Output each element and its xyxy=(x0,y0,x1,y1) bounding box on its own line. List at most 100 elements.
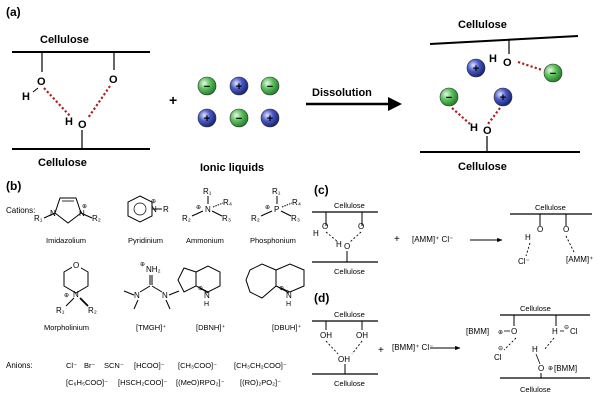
svg-text:⊕: ⊕ xyxy=(498,330,503,336)
svg-text:P: P xyxy=(274,205,279,214)
cation-ball xyxy=(197,108,217,128)
cellulose-chain-top-right xyxy=(429,35,579,45)
svg-text:−: − xyxy=(236,113,242,125)
plus-sign-a: + xyxy=(169,92,177,108)
svg-text:−: − xyxy=(204,81,210,93)
svg-text:−: − xyxy=(550,68,556,80)
svg-text:N: N xyxy=(286,291,292,300)
plus-sign-c: + xyxy=(394,234,400,245)
svg-text:R₄: R₄ xyxy=(223,198,232,207)
cation-ball xyxy=(260,108,280,128)
svg-text:⊕: ⊕ xyxy=(196,205,201,211)
svg-text:⊕: ⊕ xyxy=(198,286,203,292)
svg-text:−: − xyxy=(446,92,452,104)
svg-text:⊕: ⊕ xyxy=(548,366,553,372)
reagent-amm-cl: [AMM]⁺ Cl⁻ xyxy=(412,235,453,244)
panel-c-product: Cellulose O H O Cl⁻ [AMM]⁺ xyxy=(510,203,593,266)
svg-text:N: N xyxy=(204,291,210,300)
svg-text:+: + xyxy=(204,113,210,125)
product-chloride: Cl⁻ xyxy=(518,257,530,266)
svg-text:R₂: R₂ xyxy=(88,306,97,315)
anion-bromide: Br⁻ xyxy=(84,361,96,370)
svg-text:+: + xyxy=(500,92,506,104)
svg-text:N: N xyxy=(134,291,140,300)
svg-text:H: H xyxy=(532,345,538,354)
svg-text:R₃: R₃ xyxy=(291,214,300,223)
svg-text:Cellulose: Cellulose xyxy=(334,379,365,388)
anion-ball xyxy=(197,76,217,96)
ionic-liquid-ions: − + − + − + Ionic liquids xyxy=(197,76,280,174)
svg-text:⊖: ⊖ xyxy=(564,325,569,331)
plus-sign-d: + xyxy=(378,345,384,356)
svg-text:NH₂: NH₂ xyxy=(146,265,161,274)
panel-a-label: (a) xyxy=(6,5,21,19)
svg-text:+: + xyxy=(236,81,242,93)
anion-ball xyxy=(229,108,249,128)
phosphonium-structure: P ⊕ R₁ R₂ R₃ R₄ Phosphonium xyxy=(250,187,301,245)
cation-name-imidazolium: Imidazolium xyxy=(46,236,86,245)
dbuh-structure: N H ⊕ [DBUH]⁺ xyxy=(245,263,305,332)
panel-c-reactant-cellulose: Cellulose O H O H O Cellulose xyxy=(312,201,378,276)
svg-text:+: + xyxy=(267,113,273,125)
anion-dialkyl-phosphate: [(RO)₂PO₂]⁻ xyxy=(240,378,281,387)
cellulose-top-right-label: Cellulose xyxy=(458,19,507,31)
cellulose-bottom-right-label: Cellulose xyxy=(458,161,507,173)
svg-text:R₁: R₁ xyxy=(272,187,281,196)
ionic-liquids-label: Ionic liquids xyxy=(200,162,264,174)
panel-a-right-cellulose: Cellulose O H + − − + H O Cellulose xyxy=(420,19,580,173)
svg-text:R₂: R₂ xyxy=(251,214,260,223)
svg-text:N: N xyxy=(50,209,56,218)
svg-text:Cellulose: Cellulose xyxy=(535,203,566,212)
anion-formate: [HCOO]⁻ xyxy=(134,361,165,370)
anion-benzoate: [C₆H₅COO]⁻ xyxy=(66,378,108,387)
svg-text:Cl: Cl xyxy=(570,327,578,336)
cation-name-dbnh: [DBNH]⁺ xyxy=(196,323,225,332)
hydroxyl-o-left: O xyxy=(37,76,46,88)
imidazolium-structure: N N ⊕ R₁ R₂ Imidazolium xyxy=(34,197,101,245)
svg-text:H: H xyxy=(336,240,342,249)
svg-text:H: H xyxy=(286,301,291,308)
anion-ball xyxy=(260,76,280,96)
anions-row-2: [C₆H₅COO]⁻ [HSCH₂COO]⁻ [(MeO)RPO₂]⁻ [(RO… xyxy=(66,378,281,387)
hydroxyl-h-left: H xyxy=(22,91,30,103)
hydroxyl-o-bottom: O xyxy=(78,119,87,131)
svg-text:Cellulose: Cellulose xyxy=(334,201,365,210)
svg-text:O: O xyxy=(358,222,364,231)
cation-name-phosphonium: Phosphonium xyxy=(250,236,296,245)
hydroxyl-o-right: O xyxy=(109,74,118,86)
svg-text:R₃: R₃ xyxy=(222,214,231,223)
svg-text:O: O xyxy=(563,225,569,234)
svg-text:⊕: ⊕ xyxy=(64,293,69,299)
svg-text:−: − xyxy=(267,81,273,93)
svg-text:⊕: ⊕ xyxy=(151,199,156,205)
svg-text:H: H xyxy=(525,233,531,242)
svg-text:⊕: ⊕ xyxy=(140,262,145,268)
svg-text:OH: OH xyxy=(338,355,350,364)
svg-text:N: N xyxy=(73,290,79,299)
ammonium-structure: N ⊕ R₁ R₂ R₃ R₄ Ammonium xyxy=(182,187,232,245)
dbnh-structure: N H ⊕ [DBNH]⁺ xyxy=(177,265,225,332)
tmgh-structure: ⊕ NH₂ N N [TMGH]⁺ xyxy=(123,262,180,332)
panel-c-label: (c) xyxy=(314,183,329,197)
cation-ball xyxy=(229,76,249,96)
hydrogen-bond-anion-bottom xyxy=(451,107,471,125)
anion-chloride: Cl⁻ xyxy=(66,361,77,370)
cellulose-top-left-label: Cellulose xyxy=(40,34,89,46)
svg-text:O: O xyxy=(503,57,512,69)
cation-name-pyridinium: Pyridinium xyxy=(128,236,163,245)
cation-name-tmgh: [TMGH]⁺ xyxy=(136,323,166,332)
cation-ball xyxy=(466,58,486,78)
svg-text:O: O xyxy=(344,242,350,251)
hydrogen-bond-cation-bottom xyxy=(487,107,501,125)
dissolution-label: Dissolution xyxy=(312,87,372,99)
panel-b-label: (b) xyxy=(6,179,21,193)
hydroxyl-h-bottom: H xyxy=(65,116,73,128)
panel-d-reactant-cellulose: Cellulose OH OH OH Cellulose xyxy=(312,310,378,388)
svg-text:H: H xyxy=(552,327,558,336)
anion-methoxy-phosphonate: [(MeO)RPO₂]⁻ xyxy=(176,378,225,387)
panel-a-left-cellulose: Cellulose O H O H O Cellulose xyxy=(12,34,150,169)
pyridinium-structure: N ⊕ R Pyridinium xyxy=(127,195,169,245)
product-bmm-right: [BMM] xyxy=(554,364,577,373)
svg-text:H: H xyxy=(470,122,478,134)
cellulose-bottom-left-label: Cellulose xyxy=(38,157,87,169)
